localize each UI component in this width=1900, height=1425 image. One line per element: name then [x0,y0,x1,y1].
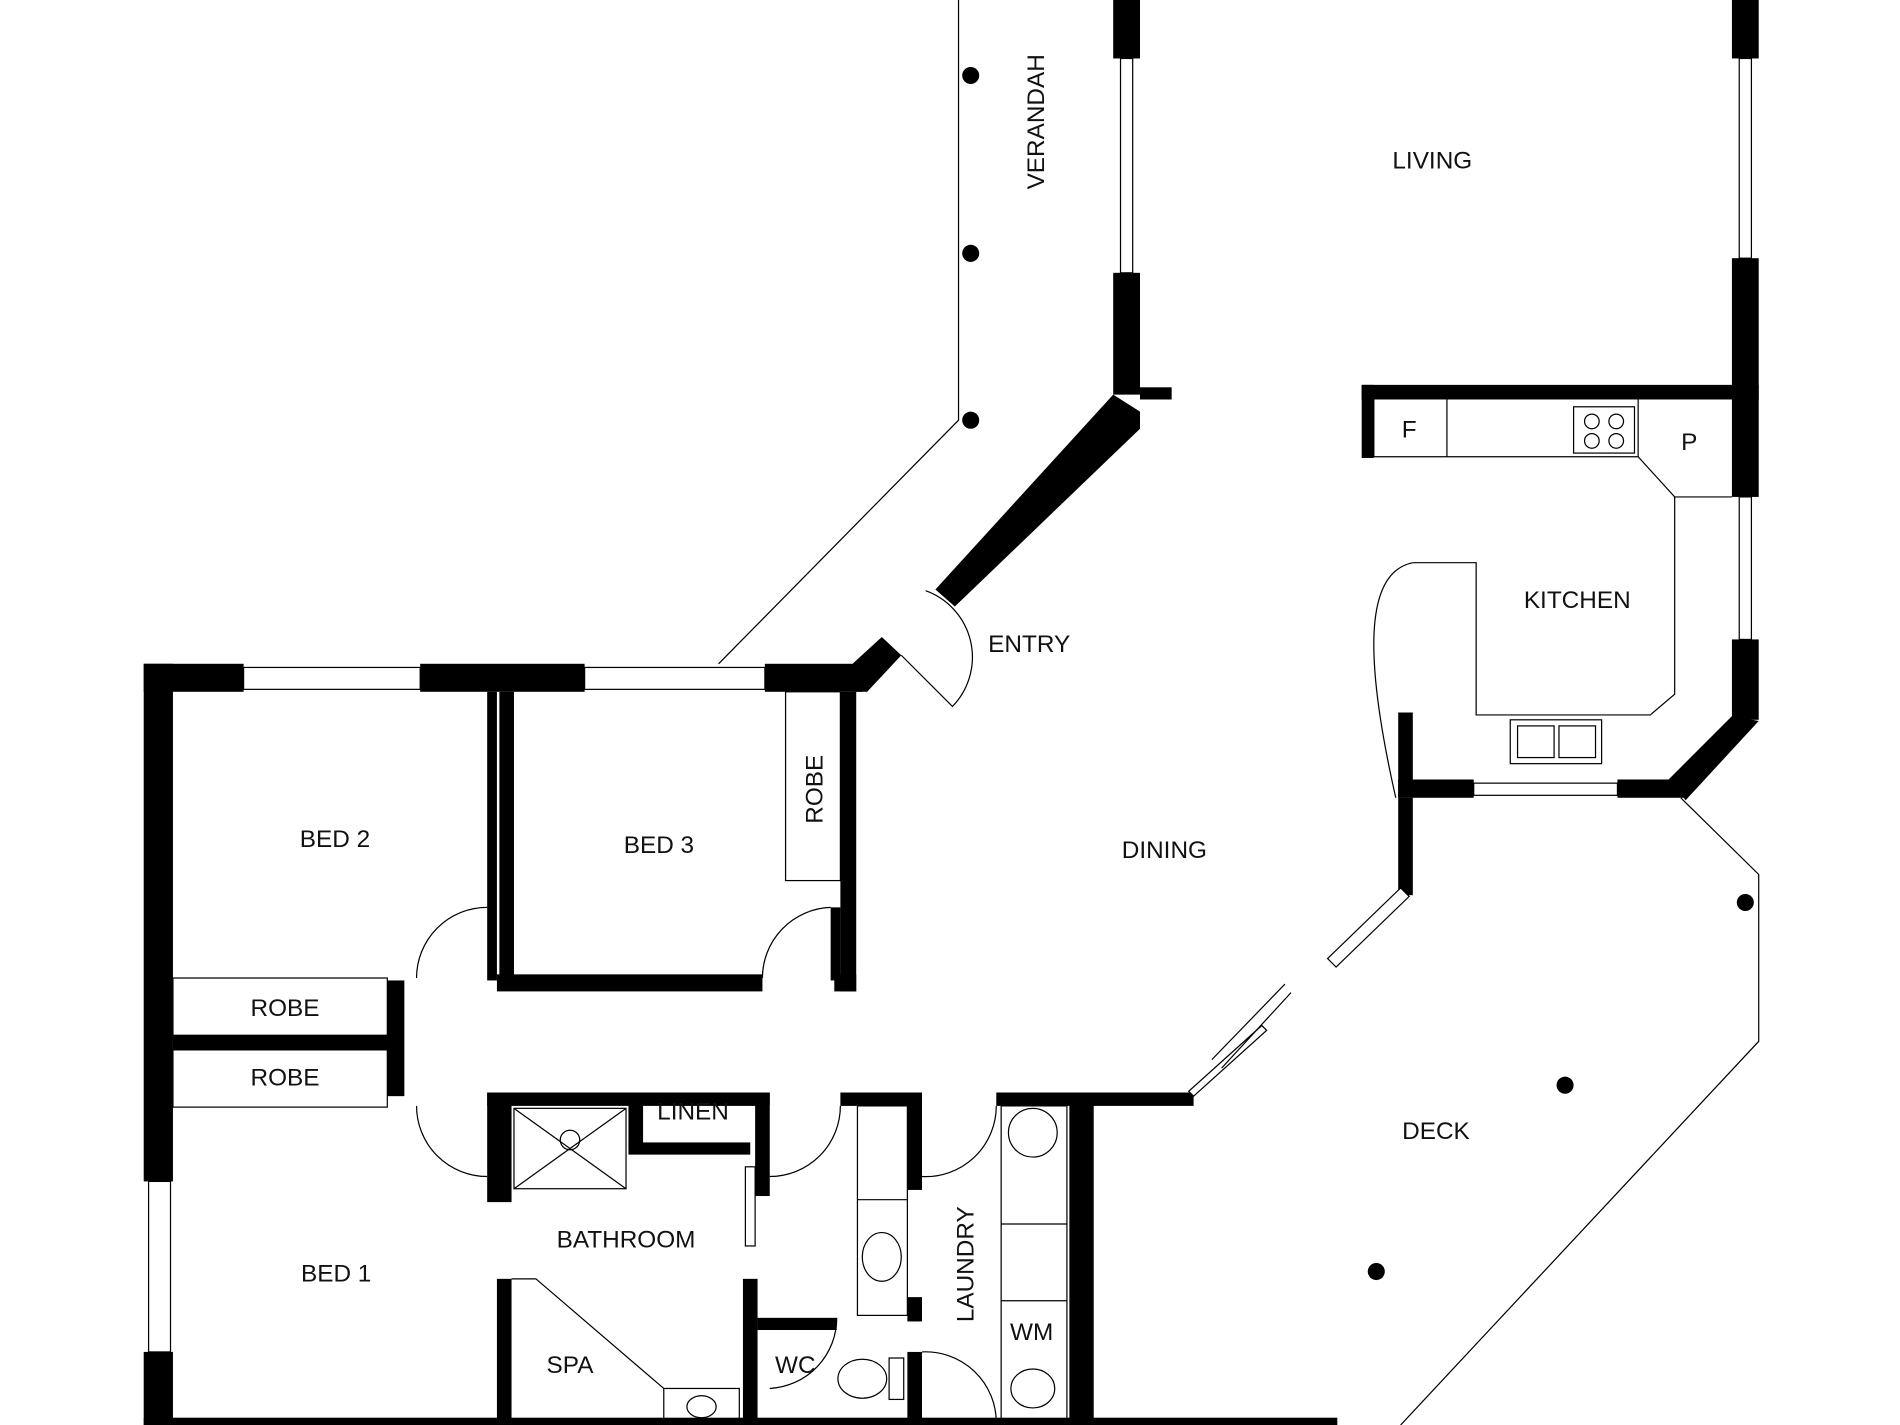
label-bed3: BED 3 [624,832,694,859]
label-robe-bed2: ROBE [251,995,320,1022]
label-spa: SPA [547,1352,595,1379]
label-dining: DINING [1122,837,1207,864]
label-kitchen: KITCHEN [1524,587,1631,614]
label-bed1: BED 1 [301,1261,371,1288]
label-deck: DECK [1402,1118,1470,1145]
label-wm: WM [1010,1319,1053,1346]
label-pantry: P [1681,429,1697,456]
label-bathroom: BATHROOM [557,1227,696,1254]
label-living: LIVING [1392,147,1472,174]
walls [143,0,1759,1425]
label-verandah: VERANDAH [1023,54,1050,189]
label-fridge: F [1402,417,1417,444]
posts [962,66,1754,1281]
label-wc: WC [775,1352,816,1379]
label-linen: LINEN [657,1099,729,1126]
windows-and-outlines [147,0,1760,1425]
room-labels: VERANDAH LIVING F P KITCHEN ENTRY DINING… [251,54,1698,1379]
label-robe-bed3: ROBE [801,755,828,824]
label-entry: ENTRY [988,631,1070,658]
label-bed2: BED 2 [300,826,370,853]
label-robe-bed1: ROBE [251,1065,320,1092]
label-laundry: LAUNDRY [952,1206,979,1322]
